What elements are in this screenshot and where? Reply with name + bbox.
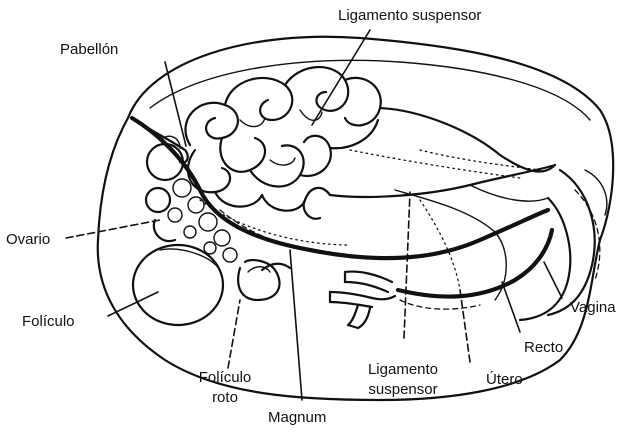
label-ligamento-bottom-line2: suspensor [348, 380, 458, 400]
label-foliculo-roto-line1: Folículo [185, 368, 265, 388]
leader-recto [502, 282, 520, 332]
label-ligamento-suspensor-bottom: Ligamento suspensor [348, 360, 458, 400]
label-magnum: Magnum [268, 408, 326, 428]
label-foliculo-roto: Folículo roto [185, 368, 265, 408]
label-foliculo-roto-line2: roto [185, 388, 265, 408]
leader-magnum [290, 250, 302, 400]
leader-ligamento-bottom [404, 192, 410, 338]
label-ovario: Ovario [6, 230, 50, 250]
body-cavity-inner-line [150, 60, 590, 120]
label-recto: Recto [524, 338, 563, 358]
label-ligamento-bottom-line1: Ligamento [348, 360, 458, 380]
vagina-outline [520, 198, 570, 320]
tubular-structure [330, 272, 395, 328]
leader-vagina [544, 262, 562, 298]
label-vagina: Vagina [570, 298, 616, 318]
oviduct-tube-upper [380, 108, 555, 172]
magnum-outline [220, 210, 330, 252]
uterus-outline [395, 190, 506, 300]
leader-foliculo [108, 292, 158, 316]
leader-ovario [66, 220, 160, 238]
label-ligamento-suspensor-top: Ligamento suspensor [338, 6, 481, 26]
oviduct-tube-lower-edge [330, 165, 555, 197]
follicle-large [133, 245, 223, 325]
leader-foliculo-roto [228, 300, 240, 368]
leader-utero [460, 290, 470, 362]
follicle-ruptured [238, 260, 290, 300]
label-pabellon: Pabellón [60, 40, 118, 60]
leader-pabellon [165, 62, 186, 146]
label-utero: Útero [486, 370, 523, 390]
label-foliculo: Folículo [22, 312, 75, 332]
